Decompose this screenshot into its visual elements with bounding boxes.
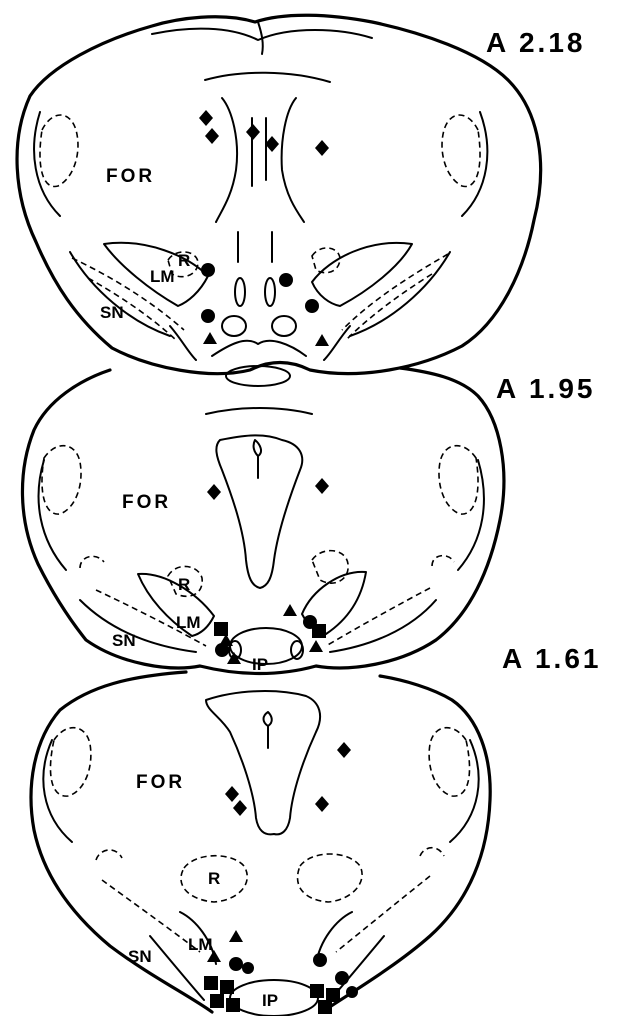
circle-marker [229, 957, 243, 971]
diamond-marker [337, 742, 351, 758]
section-label-a161: A 1.61 [502, 643, 601, 674]
region-label-sn: SN [112, 631, 136, 650]
triangle-marker [309, 640, 323, 652]
square-marker [210, 994, 224, 1008]
markers [207, 478, 329, 664]
circle-marker [215, 643, 229, 657]
diamond-marker [315, 478, 329, 494]
markers [204, 742, 358, 1014]
region-label-ip: IP [252, 655, 268, 674]
section-outline [31, 672, 490, 1016]
region-label-for: FOR [106, 166, 155, 187]
diamond-marker [315, 140, 329, 156]
triangle-marker [203, 332, 217, 344]
square-marker [204, 976, 218, 990]
diamond-marker [246, 124, 260, 140]
square-marker [226, 998, 240, 1012]
diamond-marker [199, 110, 213, 126]
region-label-sn: SN [100, 303, 124, 322]
section-label-a218: A 2.18 [486, 27, 585, 58]
circle-marker [313, 953, 327, 967]
circle-marker [279, 273, 293, 287]
circle-marker [242, 962, 254, 974]
circle-marker [346, 986, 358, 998]
circle-marker [201, 309, 215, 323]
region-label-sn: SN [128, 947, 152, 966]
section-a161: A 1.61 FOR R LM SN IP [31, 643, 601, 1016]
region-label-ip: IP [262, 991, 278, 1010]
markers [199, 110, 329, 346]
circle-marker [303, 615, 317, 629]
section-a195: A 1.95 FOR R LM SN IP [22, 368, 595, 674]
section-outline [17, 15, 541, 386]
region-label-r: R [178, 251, 190, 270]
circle-marker [201, 263, 215, 277]
region-labels: FOR R LM SN IP [112, 492, 268, 674]
square-marker [318, 1000, 332, 1014]
region-label-lm: LM [188, 935, 213, 954]
region-label-for: FOR [136, 772, 185, 793]
square-marker [326, 988, 340, 1002]
diamond-marker [225, 786, 239, 802]
section-label-a195: A 1.95 [496, 373, 595, 404]
diamond-marker [233, 800, 247, 816]
diamond-marker [205, 128, 219, 144]
triangle-marker [315, 334, 329, 346]
region-label-r: R [208, 869, 220, 888]
square-marker [310, 984, 324, 998]
diamond-marker [207, 484, 221, 500]
diamond-marker [315, 796, 329, 812]
region-label-for: FOR [122, 492, 171, 513]
triangle-marker [283, 604, 297, 616]
region-label-r: R [178, 575, 190, 594]
region-label-lm: LM [176, 613, 201, 632]
circle-marker [305, 299, 319, 313]
square-marker [220, 980, 234, 994]
diamond-marker [265, 136, 279, 152]
section-a218: A 2.18 [17, 15, 585, 386]
section-outline [22, 368, 503, 674]
region-label-lm: LM [150, 267, 175, 286]
circle-marker [335, 971, 349, 985]
triangle-marker [229, 930, 243, 942]
square-marker [214, 622, 228, 636]
